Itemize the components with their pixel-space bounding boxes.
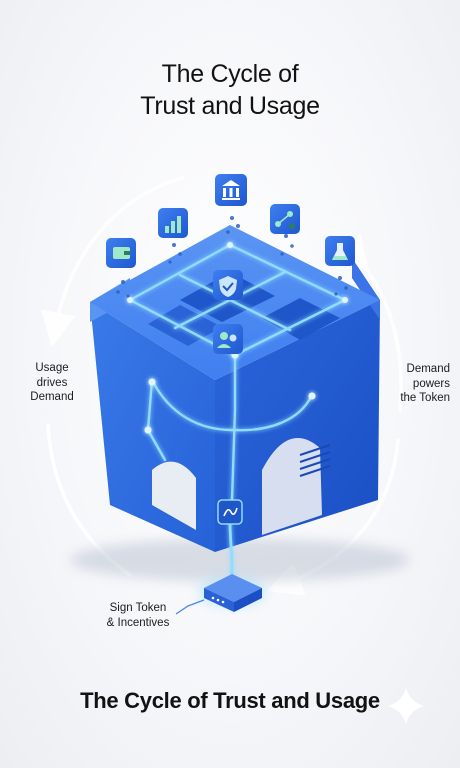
bar-chart-icon (158, 208, 188, 238)
bank-icon (215, 174, 247, 206)
sparkle-icon (388, 688, 424, 724)
footer-title: The Cycle of Trust and Usage (80, 688, 380, 713)
shield-check-icon (213, 270, 243, 300)
signature-icon (217, 499, 243, 525)
usage-drives-demand-label: Usage drives Demand (30, 362, 74, 403)
wallet-icon (106, 238, 136, 268)
people-icon (213, 324, 243, 354)
sign-token-label: Sign Token & Incentives (106, 602, 170, 629)
token-device (198, 574, 266, 612)
network-icon (270, 204, 300, 234)
demand-powers-token-label: Demand powers the Token (400, 363, 450, 404)
page-title: The Cycle of Trust and Usage (140, 60, 320, 120)
flask-icon (325, 236, 355, 266)
